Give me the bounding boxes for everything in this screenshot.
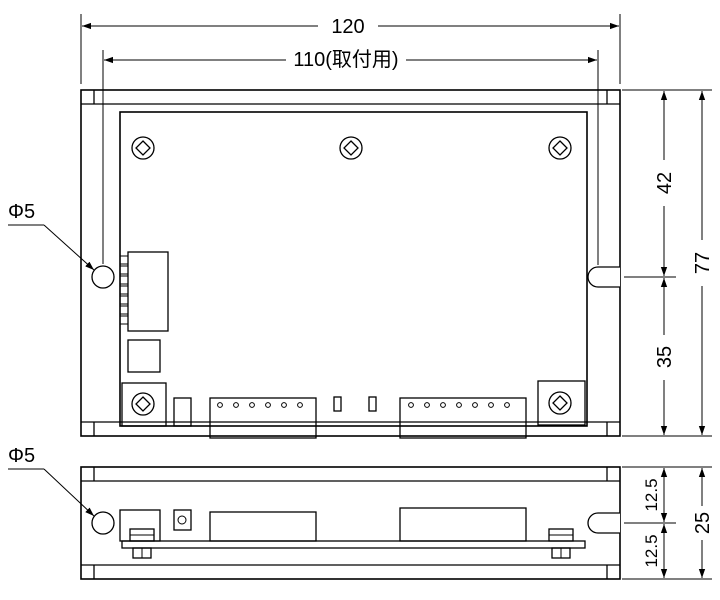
board-edge bbox=[121, 540, 586, 549]
mounting-slot-right bbox=[587, 512, 620, 534]
small-component bbox=[173, 397, 192, 427]
screw-icon bbox=[537, 380, 586, 426]
dimension-vertical-split: 42 35 bbox=[622, 89, 676, 437]
dimension-side-total: 25 bbox=[676, 466, 714, 580]
led-indicator bbox=[368, 396, 377, 412]
dimension-side-split: 12.5 12.5 bbox=[622, 466, 676, 580]
pin-header-connector bbox=[119, 251, 169, 332]
side-pin-header bbox=[119, 509, 161, 542]
mounting-slot-right bbox=[587, 266, 620, 288]
square-component bbox=[127, 339, 161, 373]
dimension-label-12-5-upper: 12.5 bbox=[642, 478, 661, 511]
dimension-label-120: 120 bbox=[331, 16, 364, 38]
dimension-label-35: 35 bbox=[654, 346, 676, 368]
dimension-mounting-pitch: 110(取付用) bbox=[102, 48, 599, 265]
dimension-label-110: 110(取付用) bbox=[293, 48, 398, 71]
terminal-connector-right bbox=[399, 397, 527, 439]
screw-icon bbox=[548, 136, 572, 160]
hole-leader-bottom: Φ5 bbox=[8, 445, 95, 517]
led-indicator bbox=[333, 396, 342, 412]
side-small-component-hole bbox=[177, 515, 187, 525]
standoff-screw-right bbox=[548, 528, 574, 559]
side-connector-right bbox=[399, 507, 527, 542]
base-plate-outline bbox=[80, 89, 621, 437]
dimension-label-25: 25 bbox=[692, 512, 714, 534]
dimension-label-42: 42 bbox=[654, 172, 676, 194]
dimension-overall-height: 77 bbox=[676, 89, 714, 437]
side-plate-outline bbox=[80, 466, 621, 580]
side-connector-left bbox=[209, 511, 317, 542]
dimension-label-77: 77 bbox=[692, 252, 714, 274]
hole-leader-top: Φ5 bbox=[8, 201, 95, 271]
screw-icon bbox=[131, 136, 155, 160]
hole-diameter-label: Φ5 bbox=[8, 445, 35, 467]
dimension-label-12-5-lower: 12.5 bbox=[642, 534, 661, 567]
terminal-connector-left bbox=[209, 397, 317, 439]
mounting-hole-left bbox=[91, 265, 115, 289]
standoff-screw-left bbox=[129, 528, 155, 559]
dimension-overall-width: 120 bbox=[80, 14, 621, 84]
screw-icon bbox=[339, 136, 363, 160]
top-view: 120 110(取付用) Φ5 42 35 bbox=[8, 14, 714, 439]
hole-diameter-label: Φ5 bbox=[8, 201, 35, 223]
side-view: Φ5 12.5 12.5 25 bbox=[8, 445, 714, 580]
mounting-hole-left bbox=[91, 511, 115, 535]
screw-icon bbox=[121, 382, 167, 427]
side-small-component bbox=[173, 509, 192, 531]
